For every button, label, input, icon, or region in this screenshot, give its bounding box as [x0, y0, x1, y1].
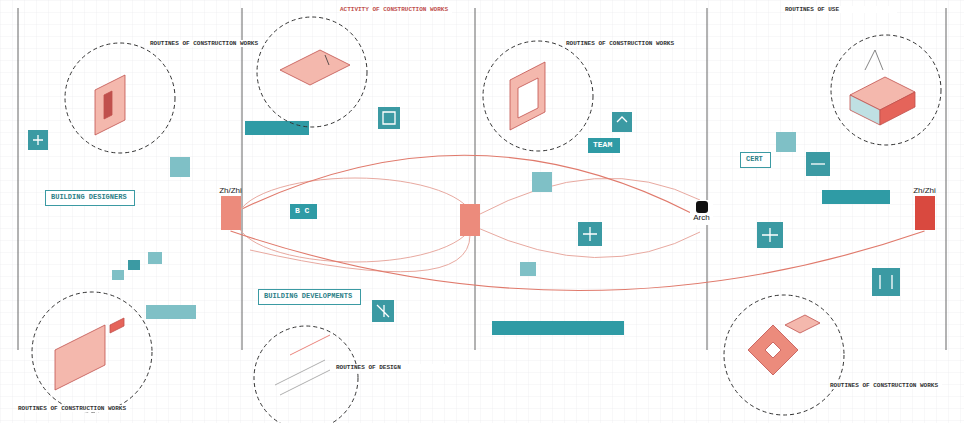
node-text: B C — [295, 206, 312, 215]
actor-node: Zh/Zhi — [218, 186, 243, 231]
teal-label-box: TEAM — [588, 138, 620, 153]
actor-node: Zh/Zhi — [912, 186, 937, 231]
callout-note: ROUTINES OF CONSTRUCTION WORKS — [18, 405, 130, 412]
callout-note: ROUTINES OF DESIGN — [336, 364, 448, 371]
architect-icon — [696, 201, 708, 213]
actor-square — [221, 196, 241, 230]
node-text: CERT — [746, 155, 765, 163]
node-text: BUILDING DESIGNERS — [51, 193, 129, 201]
node-text: Zh/Zhi — [218, 186, 243, 195]
architect-node: Arch — [690, 200, 713, 225]
node-text: Zh/Zhi — [912, 186, 937, 195]
callout-note: ROUTINES OF CONSTRUCTION WORKS — [150, 40, 262, 47]
node-text: TEAM — [593, 140, 615, 149]
outlined-box: BUILDING DESIGNERS — [45, 190, 135, 206]
callout-note: ROUTINES OF CONSTRUCTION WORKS — [830, 382, 942, 389]
callout-note: ROUTINES OF CONSTRUCTION WORKS — [566, 40, 678, 47]
callout-note: ACTIVITY OF CONSTRUCTION WORKS — [340, 6, 452, 13]
teal-label-box: B C — [290, 204, 317, 219]
outlined-box: CERT — [740, 152, 771, 168]
callout-note: ROUTINES OF USE — [785, 6, 897, 13]
node-text: BUILDING DEVELOPMENTS — [264, 292, 355, 300]
outlined-box: BUILDING DEVELOPMENTS — [258, 289, 361, 305]
actor-square — [915, 196, 935, 230]
relation-line — [231, 231, 925, 291]
node-text: Arch — [692, 213, 711, 222]
